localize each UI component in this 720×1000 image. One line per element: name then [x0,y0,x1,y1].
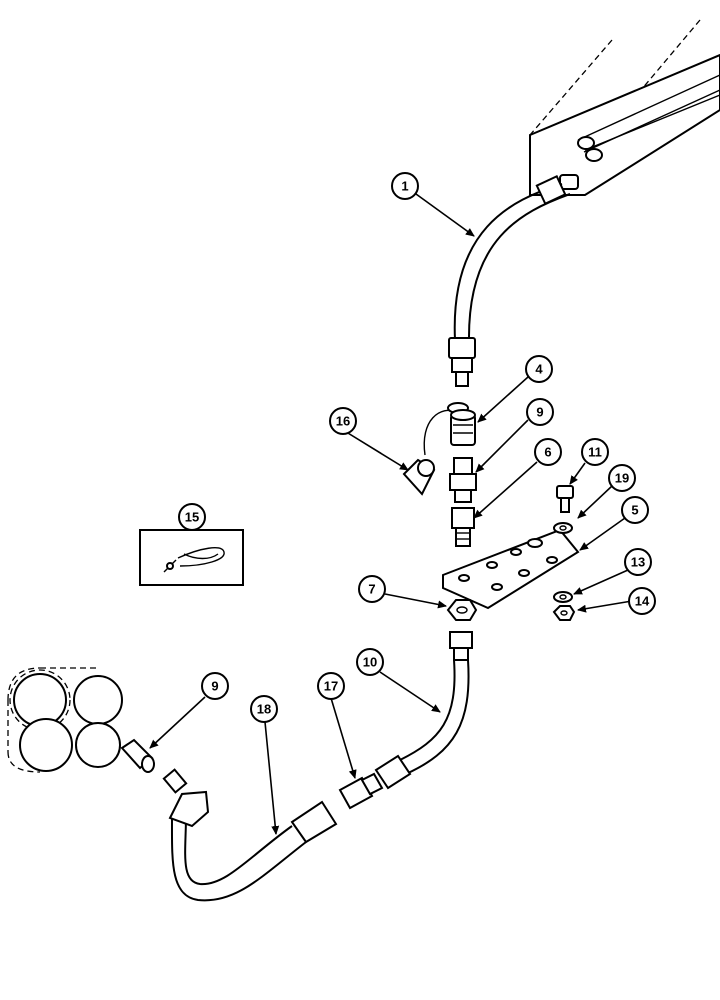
callout-7: 7 [358,575,386,603]
callout-10: 10 [356,648,384,676]
callout-17: 17 [317,672,345,700]
washer-13 [553,591,573,603]
bolt-11 [556,485,574,513]
callout-17-label: 17 [324,679,338,694]
adapter-17 [338,772,384,810]
callout-14-label: 14 [635,594,650,609]
callout-10-label: 10 [363,655,377,670]
fitting-6 [451,507,475,547]
callout-19: 19 [608,464,636,492]
callout-16-label: 16 [336,414,350,429]
callout-1-label: 1 [401,179,408,194]
callout-4: 4 [525,355,553,383]
coupler-4 [450,409,476,446]
callout-9-lower-label: 9 [211,679,218,694]
callout-13-label: 13 [631,555,645,570]
callout-6: 6 [534,438,562,466]
callout-9-lower: 9 [201,672,229,700]
washer-19 [553,522,573,534]
callout-15: 15 [178,503,206,531]
hose-1 [448,174,571,387]
callout-1: 1 [391,172,419,200]
callout-14: 14 [628,587,656,615]
callout-11-label: 11 [588,445,602,460]
leader-lines [149,193,633,835]
callout-18: 18 [250,695,278,723]
callout-5-label: 5 [631,503,638,518]
callout-18-label: 18 [257,702,271,717]
frame-boom [529,19,720,196]
adapter-9-lower [120,738,155,773]
callout-16: 16 [329,407,357,435]
strap-kit-box-15 [139,529,244,586]
callout-19-label: 19 [615,471,629,486]
callout-13: 13 [624,548,652,576]
callout-9-upper-label: 9 [536,405,543,420]
callout-6-label: 6 [544,445,551,460]
nut-14 [552,605,576,621]
mounting-plate-5 [442,528,580,610]
valve-block [7,667,123,773]
hose-18 [162,768,338,902]
adapter-9-upper [449,457,477,503]
callout-9-upper: 9 [526,398,554,426]
callout-15-label: 15 [185,510,199,525]
hose-10 [374,631,473,790]
callout-11: 11 [581,438,609,466]
callout-5: 5 [621,496,649,524]
nut-7 [446,599,478,621]
callout-4-label: 4 [535,362,543,377]
callout-7-label: 7 [368,582,375,597]
